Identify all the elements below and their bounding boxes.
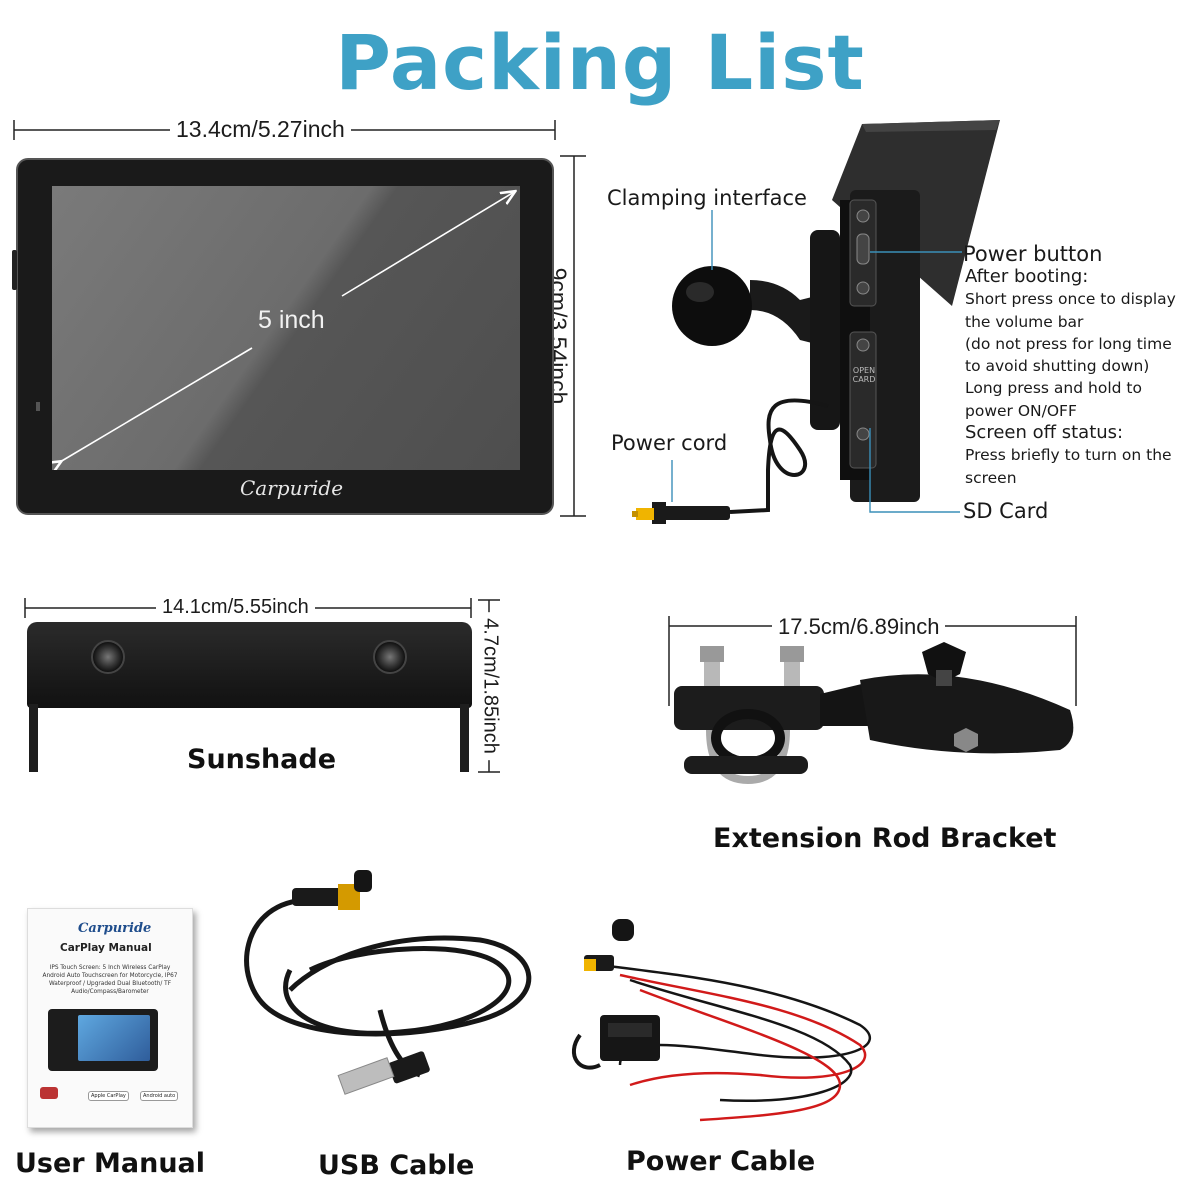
diagonal-label: 5 inch [258,306,325,334]
power-cord-label: Power cord [611,431,728,455]
power-button-label: Power button [963,242,1103,266]
note-line: power ON/OFF [965,401,1077,420]
screen-display [52,186,520,470]
note-line: Short press once to display [965,290,1176,309]
sd-card-label: SD Card [963,499,1049,523]
power-button-notes: After booting: Short press once to displ… [965,266,1176,489]
bracket-width-label: 17.5cm/6.89inch [772,614,946,640]
note-line: Long press and hold to [965,379,1142,398]
after-booting-header: After booting: [965,266,1089,287]
bracket-label: Extension Rod Bracket [713,823,1057,854]
diagonal-arrow [52,186,520,470]
note-line: screen [965,468,1017,487]
manual-title: CarPlay Manual [60,942,152,954]
sunshade-right-leg [460,704,469,772]
device-side-view [632,120,1000,524]
user-manual-label: User Manual [15,1148,206,1179]
screen-width-label: 13.4cm/5.27inch [170,116,351,143]
usb-cable-label: USB Cable [318,1150,475,1181]
apple-carplay-badge: Apple CarPlay [88,1091,129,1101]
screen-off-header: Screen off status: [965,422,1124,444]
page-title: Packing List [335,18,865,107]
power-cable-label: Power Cable [626,1146,816,1177]
note-line: (do not press for long time [965,334,1172,353]
sunshade-height-label: 4.7cm/1.85inch [478,612,502,760]
note-line: to avoid shutting down) [965,357,1150,376]
side-button [12,250,17,290]
clamping-interface-label: Clamping interface [607,186,807,210]
screen-brand-logo: Carpuride [240,476,344,500]
extension-bracket [674,642,1074,785]
motorcycle-icon [40,1087,58,1099]
user-manual-booklet: Carpuride CarPlay Manual IPS Touch Scree… [27,908,193,1128]
power-cable [572,919,872,1122]
sunshade-label: Sunshade [187,744,337,775]
manual-brand: Carpuride [78,921,152,936]
sunshade-screw [91,640,125,674]
android-auto-badge: Android auto [140,1091,179,1101]
usb-cable [244,870,532,1095]
note-line: the volume bar [965,312,1084,331]
sunshade-screw [373,640,407,674]
sd-slot-text: OPEN CARD [852,366,876,384]
manual-description: IPS Touch Screen: 5 Inch Wireless CarPla… [42,965,178,995]
sunshade-width-label: 14.1cm/5.55inch [156,596,315,619]
sunshade-left-leg [29,704,38,772]
indicator-light [36,402,40,411]
note-line: Press briefly to turn on the [965,446,1172,465]
manual-device-image [48,1009,158,1071]
